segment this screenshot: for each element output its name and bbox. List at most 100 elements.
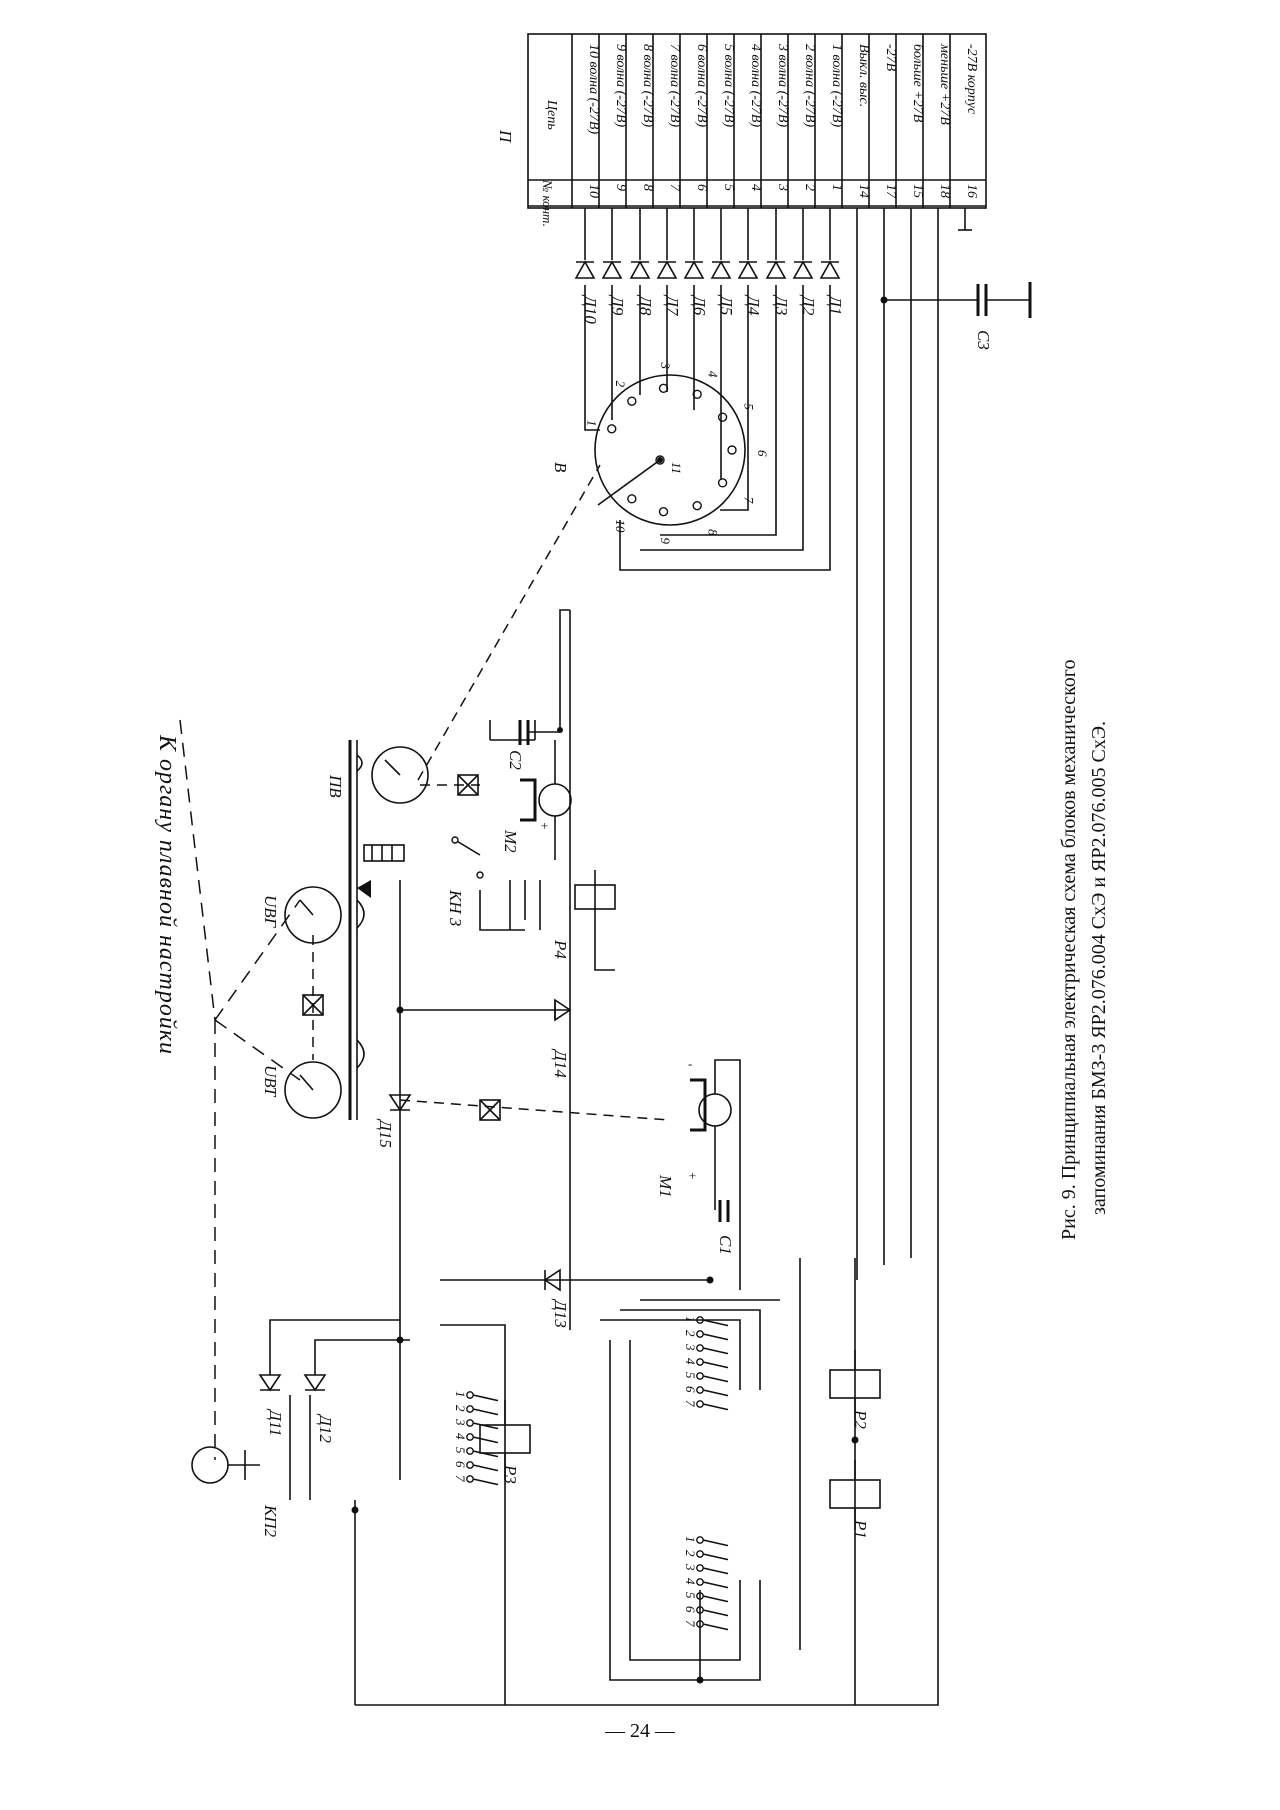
table-header-no: № конт. [540, 179, 555, 227]
tuning-mechanism: ПВ UВГ UВТ [261, 740, 429, 1120]
table-cell-circuit: Выкл. выс. [856, 44, 871, 107]
table-cell-no: 14 [856, 184, 871, 198]
table-row: 18 меньше +27В [937, 43, 952, 198]
table-cell-circuit: 2 волна (-27В) [802, 44, 817, 127]
table-row: 5 5 волна (-27В) [721, 44, 736, 191]
diode [710, 260, 732, 279]
table-cell-circuit: 7 волна (-27В) [667, 44, 682, 127]
switch-pin-number: 3 [658, 361, 673, 369]
contact-number: 5 [453, 1447, 468, 1454]
mechanical-links: К органу плавной настройки [154, 464, 671, 1460]
contact-number: 3 [453, 1418, 468, 1426]
table-cell-no: 3 [775, 183, 790, 191]
kp2-d11-d12: Д11 Д12 КП2 [191, 1319, 410, 1705]
table-cell-circuit: 1 волна (-27В) [829, 44, 844, 127]
label-r2: Р2 [851, 1409, 870, 1429]
motor-m2-group: С2 М2 + КН 3 Р4 [446, 609, 616, 1330]
switch-pin-number: 11 [669, 462, 684, 474]
table-cell-no: 18 [937, 184, 952, 198]
contact-number: 6 [453, 1461, 468, 1468]
table-cell-circuit: 10 волна (-27В) [586, 44, 601, 134]
motor-m1-group: М1 С1 + - [656, 1056, 741, 1290]
label-d6: Д6 [690, 294, 709, 316]
caption-line1: Рис. 9. Принципиальная электрическая схе… [1058, 659, 1080, 1240]
diode [656, 260, 678, 279]
m1-plus: + [688, 1168, 697, 1183]
label-c3: С3 [974, 330, 993, 350]
label-uvg: UВГ [261, 895, 280, 929]
relay-contact: 2 [683, 1550, 729, 1561]
switch-pin-number: 2 [613, 381, 628, 388]
diode [574, 260, 596, 279]
switch-pin [692, 389, 702, 399]
label-uvt: UВТ [261, 1065, 280, 1098]
table-cell-no: 5 [721, 184, 736, 191]
label-pv: ПВ [326, 774, 345, 798]
contact-number: 4 [453, 1433, 468, 1440]
label-d11: Д11 [266, 1408, 285, 1437]
switch-pin-number: 9 [658, 538, 673, 545]
relay-contact: 7 [683, 1400, 729, 1411]
relay-contact: 5 [683, 1372, 729, 1383]
switch-pin-number: 8 [706, 529, 721, 536]
relay-contact: 6 [453, 1461, 499, 1472]
table-cell-no: 4 [748, 184, 763, 191]
table-title: П [496, 129, 515, 144]
table-row: 17-27В [883, 44, 898, 199]
table-row: 77 волна (-27В) [667, 44, 682, 192]
table-cell-circuit: меньше +27В [937, 43, 952, 125]
contact-number: 2 [453, 1405, 468, 1412]
label-d10: Д10 [581, 294, 600, 324]
switch-pin-number: 5 [742, 403, 757, 410]
contact-number: 7 [683, 1400, 698, 1407]
relay-contact: 7 [683, 1620, 729, 1631]
label-c1: С1 [716, 1235, 735, 1255]
diodes-d14-d15: Д14 Д15 [376, 880, 572, 1480]
diode-row [574, 260, 841, 279]
label-kp2: КП2 [261, 1504, 280, 1538]
label-d1: Д1 [826, 294, 845, 315]
table-row: 14 Выкл. выс. [856, 44, 871, 198]
table-cell-circuit: 5 волна (-27В) [721, 44, 736, 127]
table-row: 99 волна (-27В) [613, 44, 628, 191]
label-d12: Д12 [316, 1413, 335, 1443]
table-cell-no: 1 [829, 184, 844, 191]
contact-number: 2 [683, 1330, 698, 1337]
table-row: 33 волна (-27В) [775, 43, 790, 191]
label-switch-v: В [551, 462, 570, 473]
relay-contact: 4 [683, 1578, 729, 1589]
relay-contact: 6 [683, 1386, 729, 1397]
table-row: 66 волна (-27В) [694, 44, 709, 191]
table-row: 88 волна (-27В) [640, 44, 655, 191]
diode [629, 260, 651, 279]
contact-number: 7 [453, 1475, 468, 1482]
table-cell-no: 8 [640, 184, 655, 191]
label-d3: Д3 [772, 294, 791, 315]
label-kn3: КН 3 [446, 889, 465, 926]
relay-contact: 3 [683, 1563, 729, 1575]
top-label: К органу плавной настройки [154, 734, 180, 1055]
contact-number: 5 [683, 1592, 698, 1599]
diode [601, 260, 623, 279]
contact-number: 3 [683, 1563, 698, 1571]
capacitor-c3: С3 [880, 282, 1032, 350]
m1-minus: - [688, 1056, 692, 1071]
table-row: 16-27В корпус [964, 44, 979, 198]
table-cell-no: 9 [613, 184, 628, 191]
switch-pin-number: 7 [742, 497, 757, 504]
table-cell-no: 10 [586, 184, 601, 198]
switch-pin [692, 501, 702, 511]
diode [792, 260, 814, 279]
label-m2: М2 [501, 829, 520, 853]
switch-pin [717, 478, 728, 488]
table-row: 22 волна (-27В) [802, 44, 817, 191]
diode [819, 260, 841, 279]
contact-number: 1 [683, 1536, 698, 1543]
table-cell-circuit: 4 волна (-27В) [748, 44, 763, 127]
relay-contact: 6 [683, 1606, 729, 1617]
label-d4: Д4 [744, 294, 763, 316]
